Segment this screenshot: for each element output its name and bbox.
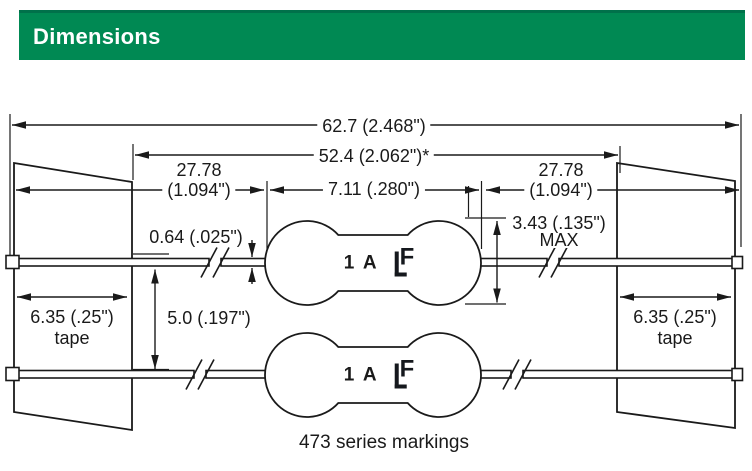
label-tape-right-word: tape [657, 328, 693, 348]
wire-segment [479, 257, 548, 267]
break-slash [550, 247, 568, 278]
break-slash [502, 359, 520, 390]
label-lead-length-right-mm: 27.78 [538, 160, 584, 180]
extension-lines [9, 114, 742, 371]
label-lead-length-left: 27.78 (1.094") [162, 160, 236, 200]
label-inner-length: 52.4 (2.062")* [313, 146, 435, 166]
page-title: Dimensions [33, 23, 161, 49]
fuse-marking-top: 1 A F [343, 245, 414, 277]
label-lead-length-left-mm: 27.78 [176, 160, 222, 180]
wire-segment [11, 257, 210, 267]
wire-end-cap [731, 255, 744, 270]
break-slash [212, 247, 230, 278]
littelfuse-logo-icon: F [394, 245, 414, 277]
label-lead-length-left-in: (1.094") [167, 180, 231, 200]
label-body-diameter-max: MAX [539, 229, 579, 250]
fuse-rating-text: 1 A [343, 252, 379, 273]
logo-l-shape [394, 363, 407, 389]
right-tape [616, 161, 736, 430]
break-slash [200, 247, 218, 278]
wire-end-cap [731, 367, 744, 382]
wire-segment [220, 257, 268, 267]
break-slash [197, 359, 215, 390]
label-tape-left: 6.35 (.25") tape [25, 307, 118, 349]
label-lead-spacing: 5.0 (.197") [162, 308, 256, 328]
label-lead-length-right: 27.78 (1.094") [524, 160, 598, 200]
wire-end-cap [5, 254, 20, 270]
label-overall-length: 62.7 (2.468") [317, 116, 431, 136]
figure-caption: 473 series markings [298, 432, 470, 453]
break-marks [185, 247, 568, 390]
label-body-diameter-value: 3.43 (.135") [512, 213, 606, 233]
fuse-body-bottom [264, 332, 482, 418]
break-slash [514, 359, 532, 390]
fuse-rating-text: 1 A [343, 364, 379, 385]
label-lead-length-right-in: (1.094") [529, 180, 593, 200]
label-wire-diameter: 0.64 (.025") [144, 227, 248, 247]
fuse-marking-bottom: 1 A F [343, 357, 414, 389]
wire-segment [11, 369, 195, 379]
wire-segment [558, 257, 738, 267]
wire-segment [479, 369, 512, 379]
label-tape-left-width: 6.35 (.25") [30, 307, 114, 327]
header-bar: Dimensions [19, 10, 745, 60]
break-slash [185, 359, 203, 390]
label-tape-right: 6.35 (.25") tape [628, 307, 721, 349]
label-body-diameter: 3.43 (.135") MAX [507, 213, 611, 250]
wire-end-cap [5, 366, 20, 382]
logo-f-letter: F [399, 355, 415, 383]
logo-l-shape [394, 251, 407, 277]
logo-f-letter: F [399, 243, 415, 271]
fuse-body-top [264, 220, 482, 306]
label-tape-left-word: tape [54, 328, 90, 348]
label-body-length: 7.11 (.280") [322, 179, 426, 199]
label-tape-right-width: 6.35 (.25") [633, 307, 717, 327]
wire-segment [205, 369, 268, 379]
littelfuse-logo-icon: F [394, 357, 414, 389]
break-slash [538, 247, 556, 278]
wire-segment [522, 369, 738, 379]
